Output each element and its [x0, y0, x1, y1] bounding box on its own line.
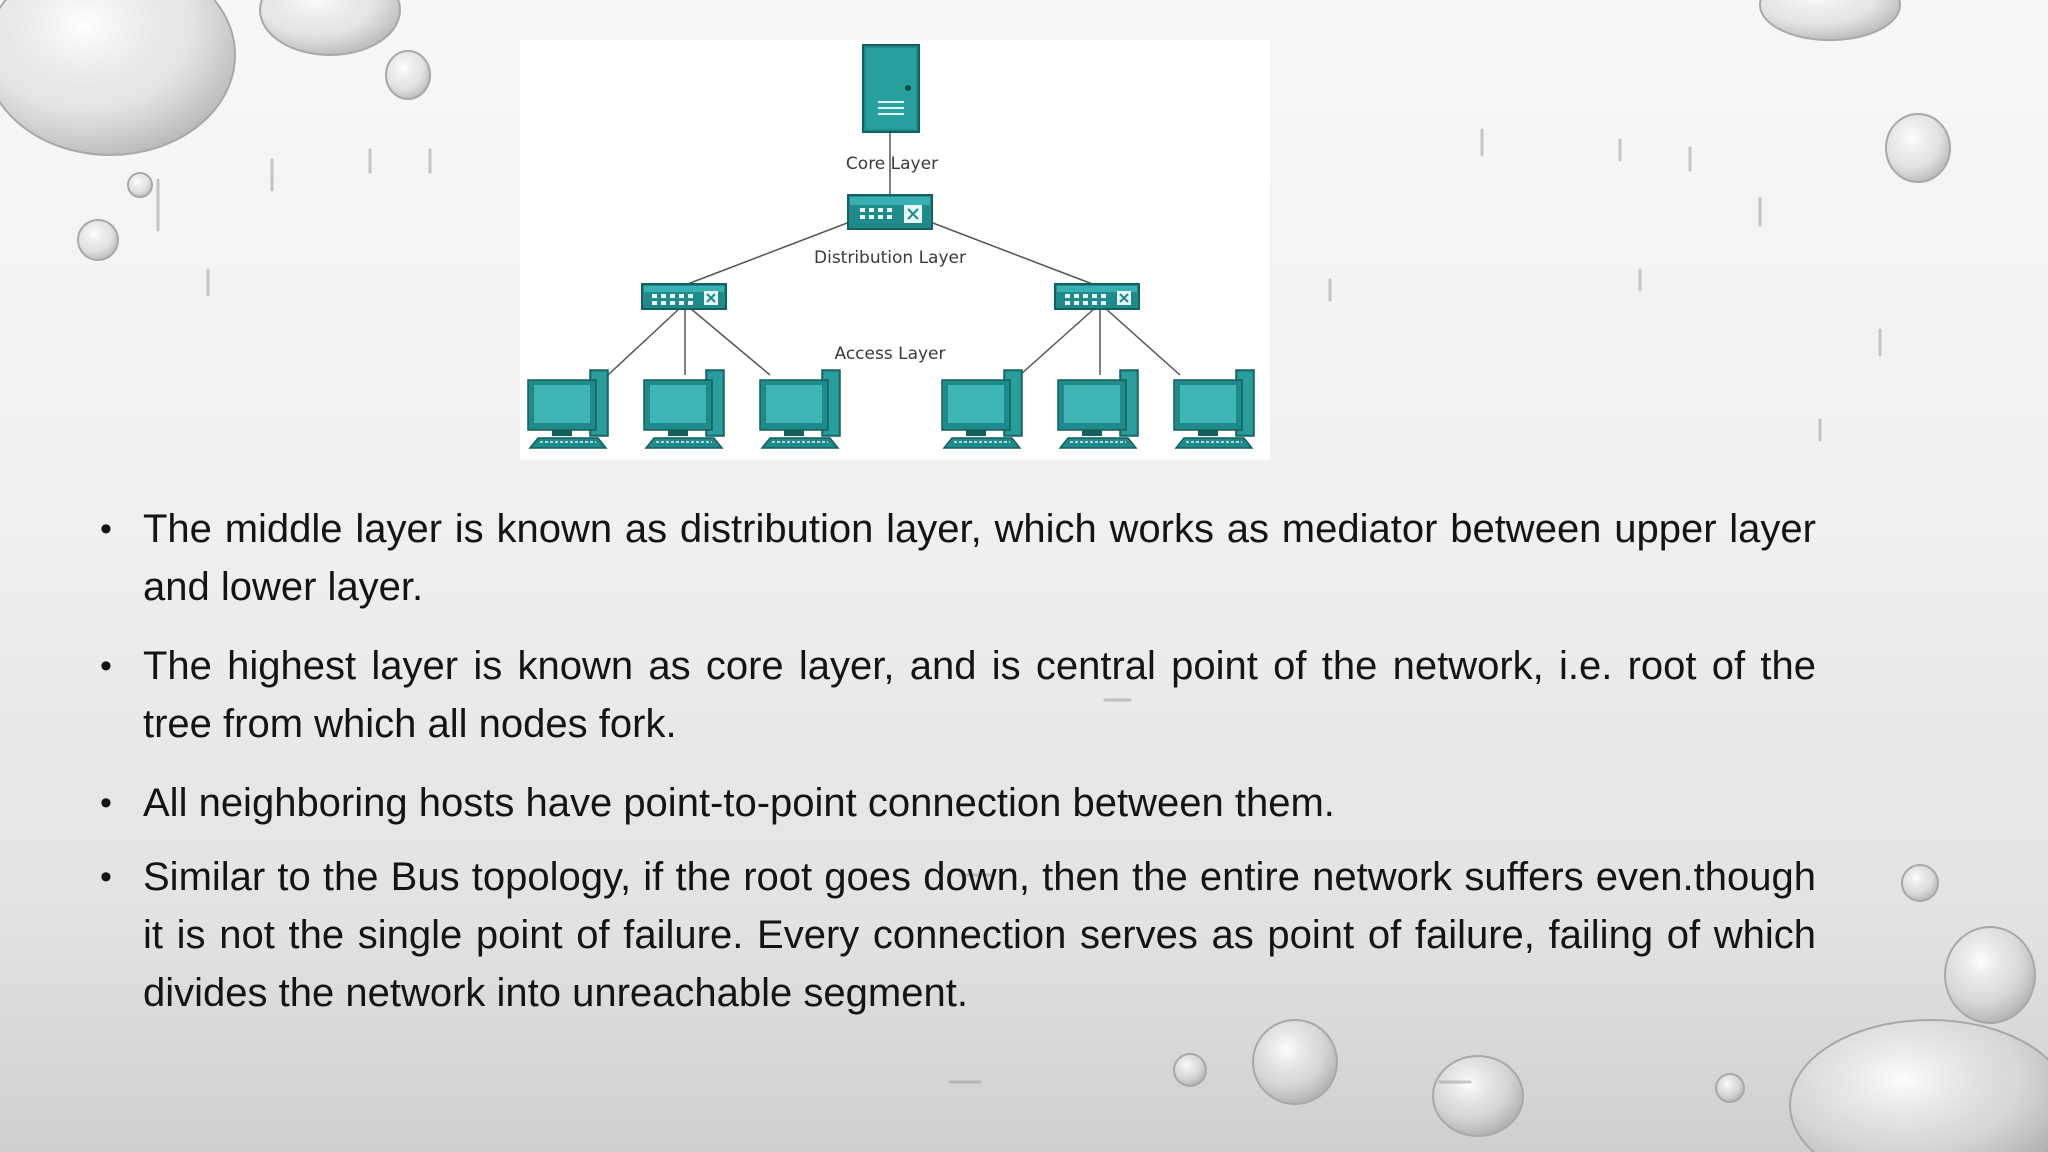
bullet-text: The middle layer is known as distributio…: [143, 507, 1816, 609]
bullet-text: Similar to the Bus topology, if the root…: [143, 855, 1816, 1015]
distribution-to-left-switch-line: [684, 219, 856, 286]
left-switch-to-pc1-line: [607, 307, 681, 376]
bullet-marker: •: [100, 858, 112, 896]
bullet-item-point-to-point: • All neighboring hosts have point-to-po…: [100, 774, 1816, 832]
access-workstation-icon: [1057, 369, 1139, 449]
right-access-switch-icon: [1054, 283, 1140, 310]
distribution-layer-label: Distribution Layer: [814, 248, 966, 268]
core-server-icon: [862, 44, 920, 133]
bullet-marker: •: [100, 647, 112, 685]
bullet-item-distribution-layer: • The middle layer is known as distribut…: [100, 500, 1816, 616]
access-workstation-icon: [643, 369, 725, 449]
access-layer-label: Access Layer: [835, 344, 946, 364]
bullet-list: • The middle layer is known as distribut…: [100, 500, 1816, 1043]
distribution-to-right-switch-line: [924, 219, 1096, 286]
access-workstation-icon: [1173, 369, 1255, 449]
bullet-item-core-layer: • The highest layer is known as core lay…: [100, 637, 1816, 753]
left-access-switch-icon: [641, 283, 727, 310]
tree-topology-diagram: Core Layer Distribution Layer: [520, 40, 1270, 460]
bullet-marker: •: [100, 784, 112, 822]
access-workstation-icon: [527, 369, 609, 449]
bullet-text: All neighboring hosts have point-to-poin…: [143, 781, 1335, 825]
connection-lines: [607, 132, 1181, 376]
access-workstation-icon: [941, 369, 1023, 449]
core-layer-label: Core Layer: [846, 154, 938, 174]
bullet-item-root-failure: • Similar to the Bus topology, if the ro…: [100, 848, 1816, 1022]
right-switch-to-pc4-line: [1019, 307, 1096, 376]
bullet-text: The highest layer is known as core layer…: [143, 644, 1816, 746]
right-switch-to-pc6-line: [1104, 307, 1181, 376]
left-switch-to-pc3-line: [689, 307, 771, 376]
network-hierarchy-svg: Core Layer Distribution Layer: [527, 44, 1255, 449]
access-workstation-icon: [759, 369, 841, 449]
distribution-switch-icon: [847, 194, 933, 230]
bullet-marker: •: [100, 510, 112, 548]
